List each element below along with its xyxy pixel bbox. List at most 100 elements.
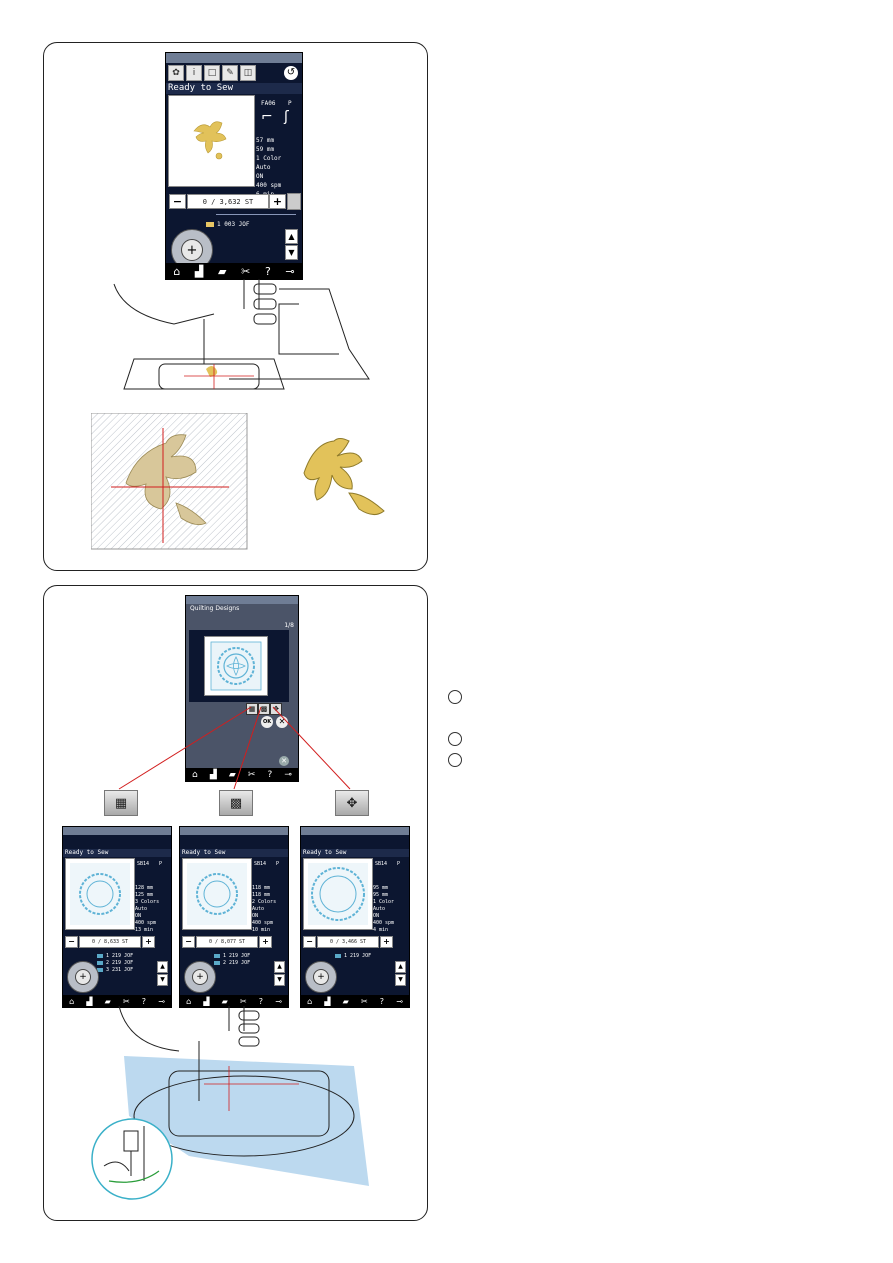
machine-icon[interactable]: ▟: [324, 996, 331, 1006]
key-icon[interactable]: ⊸: [284, 769, 292, 780]
home-icon[interactable]: ⌂: [69, 996, 75, 1006]
machine-icon[interactable]: ▟: [203, 996, 210, 1006]
machine-icon[interactable]: ▟: [194, 264, 204, 278]
option-grid-dense[interactable]: ▦: [246, 703, 258, 715]
help-icon[interactable]: ?: [141, 996, 147, 1006]
plus-button[interactable]: +: [259, 936, 272, 948]
panel-bottom: Quilting Designs 1/8 ▦ ▩ ✥ OK ✕ ✕ ⌂ ▟ ▰ …: [43, 585, 428, 1221]
home-icon[interactable]: ⌂: [307, 996, 313, 1006]
scroll-down-button[interactable]: ▼: [274, 974, 285, 986]
grid-dense-icon[interactable]: ▦: [104, 790, 138, 816]
plus-button[interactable]: +: [380, 936, 393, 948]
home-icon[interactable]: ⌂: [173, 264, 181, 278]
folder-icon[interactable]: ▰: [221, 996, 228, 1006]
finished-butterfly-illustration: [303, 438, 385, 515]
info-line: 95 mm: [373, 892, 389, 898]
status-title: Ready to Sew: [301, 849, 409, 857]
stitch-counter: 0 / 3,632 ST: [187, 194, 269, 209]
scroll-down-button[interactable]: ▼: [157, 974, 168, 986]
settings-icon[interactable]: ✂: [247, 769, 256, 780]
scroll-down-button[interactable]: ▼: [395, 974, 406, 986]
presser-foot-label: P: [288, 100, 292, 107]
info-line: 400 spm: [135, 920, 157, 926]
help-icon[interactable]: ?: [267, 769, 273, 780]
scroll-up-button[interactable]: ▲: [274, 961, 285, 973]
design-number: SB14: [254, 861, 267, 867]
machine-icon[interactable]: ▟: [209, 769, 217, 780]
settings-icon[interactable]: ✂: [241, 264, 251, 278]
close-icon[interactable]: ✕: [279, 756, 289, 766]
info-line: 400 spm: [373, 920, 395, 926]
help-icon[interactable]: ?: [258, 996, 264, 1006]
plus-button[interactable]: +: [269, 194, 286, 209]
machine-with-hoop-illustration: [118, 1006, 369, 1186]
minus-button[interactable]: −: [303, 936, 316, 948]
settings-icon[interactable]: ✂: [122, 996, 130, 1006]
design-preview: [303, 858, 373, 930]
key-icon[interactable]: ⊸: [275, 996, 282, 1006]
option-motif[interactable]: ✥: [270, 703, 282, 715]
info-line: 1 Color: [373, 899, 395, 905]
back-icon[interactable]: ↺: [284, 66, 298, 80]
center-button[interactable]: +: [181, 239, 203, 261]
tab-layout[interactable]: □: [204, 65, 220, 81]
machine-icon[interactable]: ▟: [86, 996, 93, 1006]
info-line: 4 min: [373, 927, 389, 933]
center-button[interactable]: +: [192, 969, 208, 985]
design-number: FA06: [261, 100, 276, 107]
tab-edit[interactable]: ✎: [222, 65, 238, 81]
settings-icon[interactable]: ✂: [360, 996, 368, 1006]
info-line: ON: [252, 913, 259, 919]
scroll-up-button[interactable]: ▲: [395, 961, 406, 973]
grid-sparse-icon[interactable]: ▩: [219, 790, 253, 816]
option-grid-sparse[interactable]: ▩: [258, 703, 270, 715]
tab-basting[interactable]: ◫: [240, 65, 256, 81]
design-preview: [65, 858, 135, 930]
help-icon[interactable]: ?: [264, 264, 271, 278]
cancel-button[interactable]: ✕: [276, 716, 288, 728]
motif-only-icon[interactable]: ✥: [335, 790, 369, 816]
marker-circle-2: [448, 732, 462, 746]
status-title: Ready to Sew: [63, 849, 171, 857]
screen-tabs: ✿ i □ ✎ ◫: [168, 65, 256, 81]
design-number: SB14: [137, 861, 150, 867]
folder-icon[interactable]: ▰: [218, 264, 227, 278]
jog-dial[interactable]: +: [305, 961, 337, 993]
info-line: 125 mm: [135, 892, 154, 898]
bottom-toolbar: ⌂ ▟ ▰ ✂? ⊸: [301, 995, 409, 1007]
info-line: 128 mm: [135, 885, 154, 891]
trim-setting: ON: [256, 173, 264, 180]
jog-dial[interactable]: +: [67, 961, 99, 993]
stitch-counter: 0 / 8,633 ST: [79, 936, 141, 948]
folder-icon[interactable]: ▰: [228, 769, 236, 780]
center-button[interactable]: +: [313, 969, 329, 985]
info-line: 2 Colors: [252, 899, 277, 905]
minus-button[interactable]: −: [169, 194, 186, 209]
auto-setting: Auto: [256, 164, 271, 171]
key-icon[interactable]: ⊸: [158, 996, 165, 1006]
marker-circle-3: [448, 753, 462, 767]
key-icon[interactable]: ⊸: [285, 264, 295, 278]
scroll-down-button[interactable]: ▼: [285, 245, 298, 260]
jog-dial[interactable]: +: [184, 961, 216, 993]
tab-info[interactable]: i: [186, 65, 202, 81]
scroll-up-button[interactable]: ▲: [157, 961, 168, 973]
ok-button[interactable]: OK: [261, 716, 273, 728]
home-icon[interactable]: ⌂: [192, 769, 198, 780]
center-button[interactable]: +: [75, 969, 91, 985]
view-icon[interactable]: [287, 193, 301, 210]
tab-embroidery[interactable]: ✿: [168, 65, 184, 81]
connector-lines: [118, 706, 351, 790]
scroll-up-button[interactable]: ▲: [285, 229, 298, 244]
folder-icon[interactable]: ▰: [104, 996, 111, 1006]
plus-button[interactable]: +: [142, 936, 155, 948]
help-icon[interactable]: ?: [379, 996, 385, 1006]
home-icon[interactable]: ⌂: [186, 996, 192, 1006]
folder-icon[interactable]: ▰: [342, 996, 349, 1006]
minus-button[interactable]: −: [182, 936, 195, 948]
minus-button[interactable]: −: [65, 936, 78, 948]
key-icon[interactable]: ⊸: [396, 996, 403, 1006]
settings-icon[interactable]: ✂: [239, 996, 247, 1006]
